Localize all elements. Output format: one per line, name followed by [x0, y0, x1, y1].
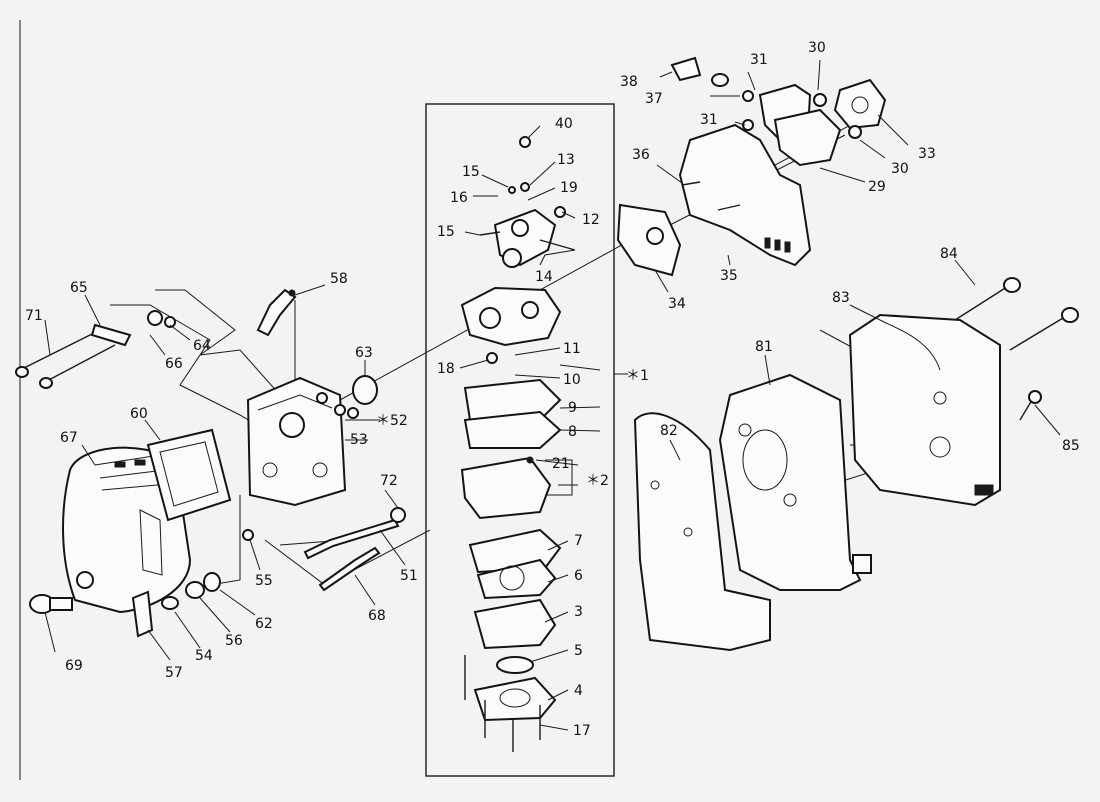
label-60: 60	[130, 406, 148, 422]
label-4: 4	[574, 683, 583, 699]
intake-bracket	[678, 123, 812, 267]
fuel-hoses	[303, 507, 406, 592]
label-38: 38	[620, 74, 638, 90]
carburetor-box	[425, 103, 615, 777]
label-69: 69	[65, 658, 83, 674]
label-54: 54	[195, 648, 213, 664]
manifold-parts	[670, 56, 887, 167]
label-62: 62	[255, 616, 273, 632]
label-19: 19	[560, 180, 578, 196]
label-56: 56	[225, 633, 243, 649]
label-30-upper: 30	[808, 40, 826, 56]
label-57: 57	[165, 665, 183, 681]
cover-knob	[29, 594, 73, 614]
label-35: 35	[720, 268, 738, 284]
label-36: 36	[632, 147, 650, 163]
label-18: 18	[437, 361, 455, 377]
gasket-ring	[352, 375, 378, 405]
label-31-upper: 31	[750, 52, 768, 68]
label-15-lower: 15	[437, 224, 455, 240]
carburetor-parts	[460, 136, 576, 752]
label-30-lower: 30	[891, 161, 909, 177]
label-11: 11	[563, 341, 581, 357]
label-5: 5	[574, 643, 583, 659]
label-66: 66	[165, 356, 183, 372]
label-17: 17	[573, 723, 591, 739]
muffler-cover	[848, 313, 1001, 507]
label-84: 84	[940, 246, 958, 262]
label-16: 16	[450, 190, 468, 206]
label-72: 72	[380, 473, 398, 489]
label-14: 14	[535, 269, 553, 285]
label-6: 6	[574, 568, 583, 584]
label-37: 37	[645, 91, 663, 107]
label-13: 13	[557, 152, 575, 168]
label-9: 9	[568, 400, 577, 416]
label-55: 55	[255, 573, 273, 589]
air-filter-element	[146, 428, 232, 522]
label-67: 67	[60, 430, 78, 446]
label-33: 33	[918, 146, 936, 162]
label-83: 83	[832, 290, 850, 306]
label-63: 63	[355, 345, 373, 361]
label-34: 34	[668, 296, 686, 312]
label-31-lower: 31	[700, 112, 718, 128]
throttle-rods	[15, 310, 176, 389]
mark-asterisk-52: ＊52	[376, 413, 408, 429]
label-15-upper: 15	[462, 164, 480, 180]
label-53: 53	[350, 432, 368, 448]
label-21: 21	[552, 456, 570, 472]
mark-asterisk-2: ＊2	[586, 473, 609, 489]
intake-gasket	[616, 203, 682, 277]
air-cleaner-cover	[62, 446, 192, 614]
label-12: 12	[582, 212, 600, 228]
label-64: 64	[193, 338, 211, 354]
leader-lines	[44, 59, 1061, 731]
label-71: 71	[25, 308, 43, 324]
heat-shield	[633, 412, 771, 652]
label-68: 68	[368, 608, 386, 624]
label-8: 8	[568, 424, 577, 440]
part-labels: 40 13 15 16 19 15 12 14 11 18 10 ＊1 9 8 …	[25, 40, 1080, 739]
label-82: 82	[660, 423, 678, 439]
fasteners-lower-left	[131, 529, 254, 638]
carb-mount-plate	[246, 376, 359, 507]
label-29: 29	[868, 179, 886, 195]
label-10: 10	[563, 372, 581, 388]
choke-link	[256, 288, 297, 337]
label-81: 81	[755, 339, 773, 355]
mark-asterisk-1: ＊1	[626, 368, 649, 384]
label-65: 65	[70, 280, 88, 296]
muffler-body	[718, 373, 872, 591]
muffler-bolts	[954, 277, 1079, 421]
label-85: 85	[1062, 438, 1080, 454]
label-40: 40	[555, 116, 573, 132]
label-7: 7	[574, 533, 583, 549]
label-58: 58	[330, 271, 348, 287]
label-3: 3	[574, 604, 583, 620]
label-51: 51	[400, 568, 418, 584]
